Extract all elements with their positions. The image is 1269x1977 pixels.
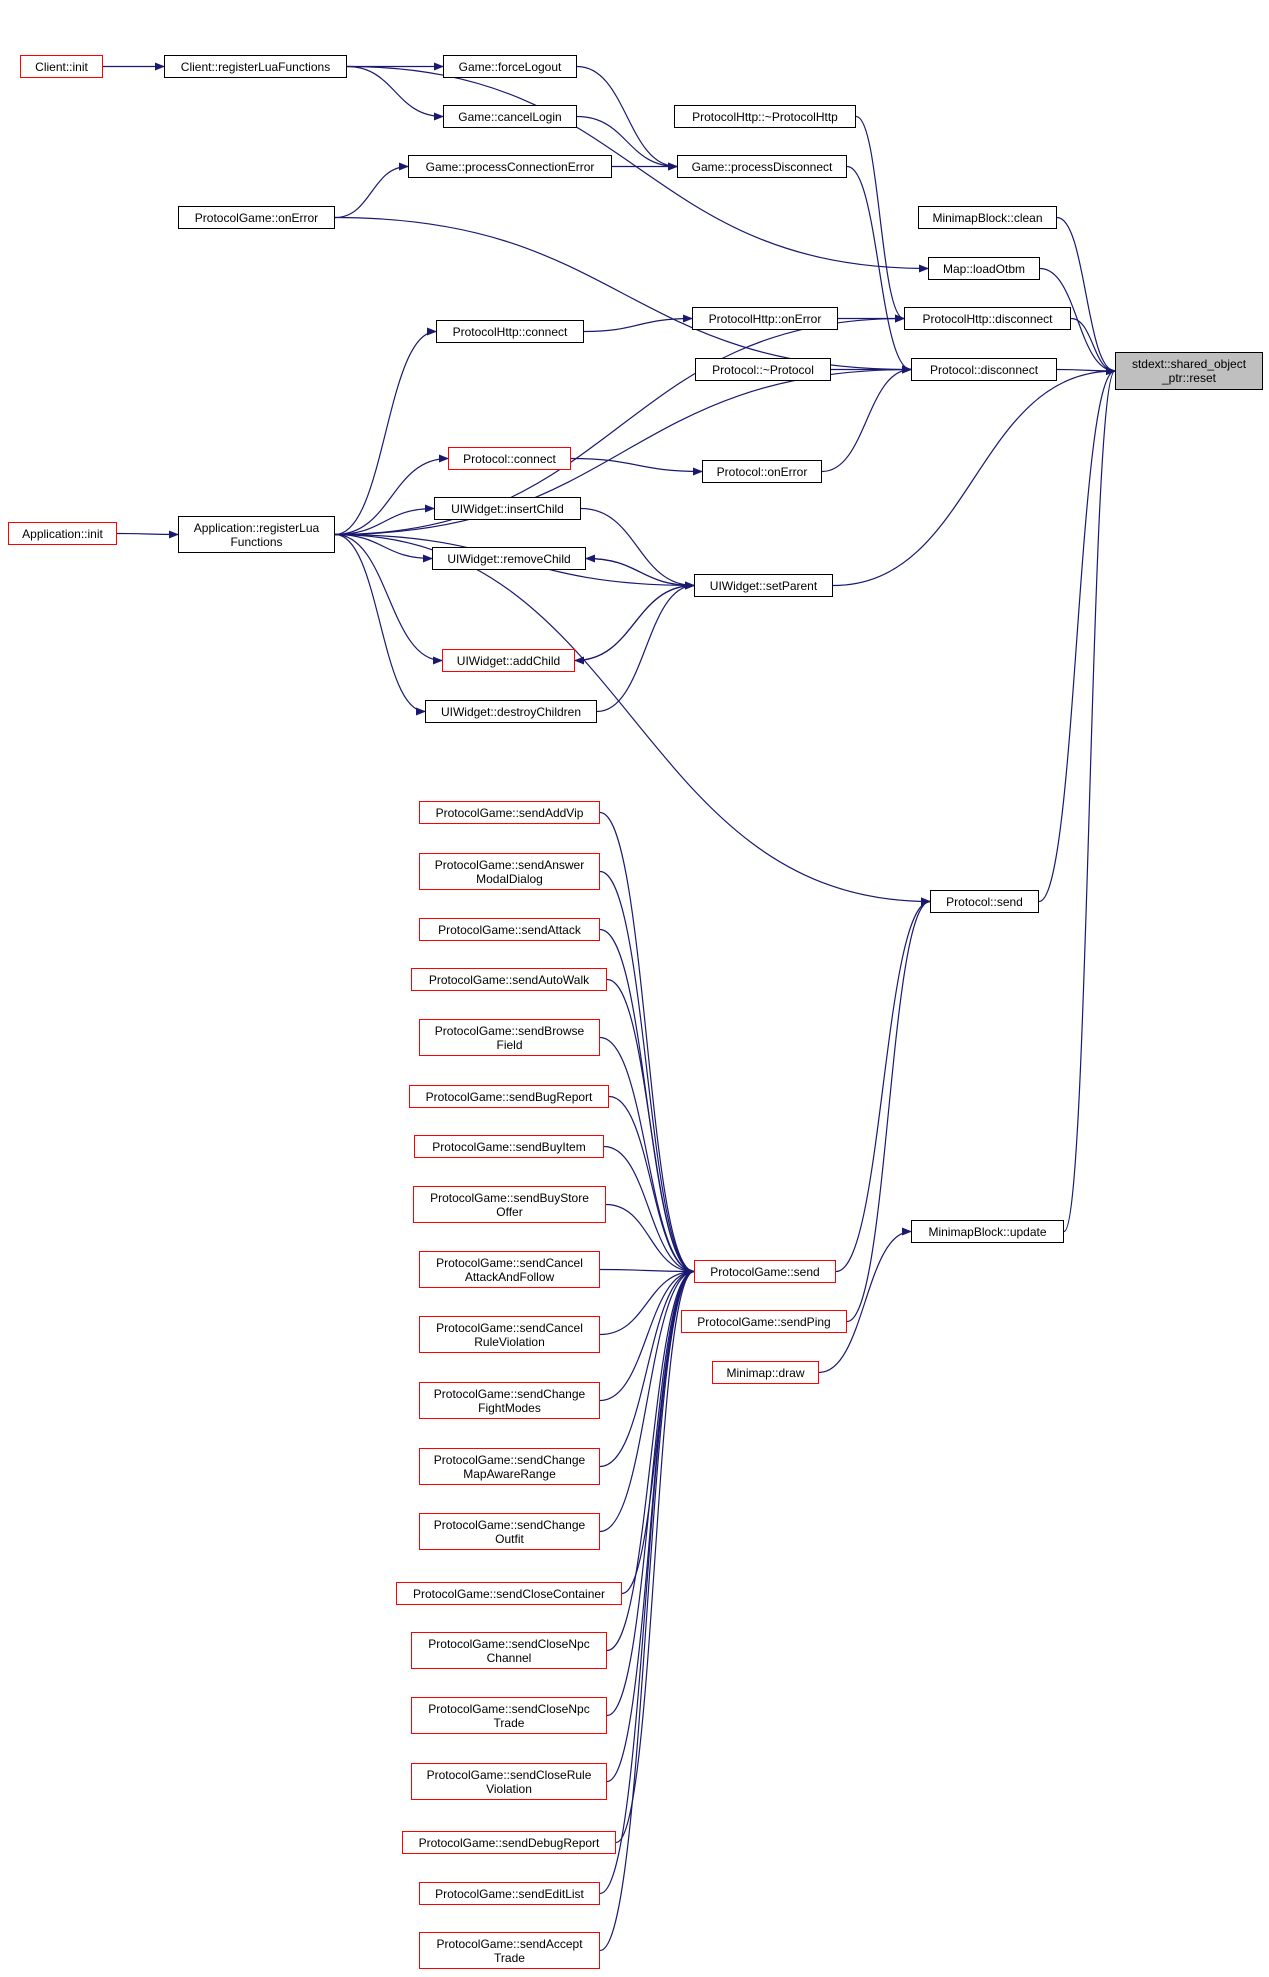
- edge-app_init-to-app_register: [116, 530, 179, 539]
- node-protocol-disconnect[interactable]: Protocol::disconnect: [911, 358, 1057, 381]
- edge-pg_sendping-to-protocol_send: [846, 897, 931, 1323]
- edge-game_cancellogin-to-game_processdisconnect: [576, 115, 678, 171]
- node-protocolhttp-on-error[interactable]: ProtocolHttp::onError: [692, 307, 838, 330]
- node-protocolgame-send-bug-report[interactable]: ProtocolGame::sendBugReport: [409, 1085, 609, 1108]
- node-protocolgame-send-close-rule-violation[interactable]: ProtocolGame::sendCloseRule Violation: [411, 1763, 607, 1800]
- edge-pg_sendaccepttrade-to-pg_send: [599, 1267, 695, 1952]
- node-minimapblock-clean[interactable]: MinimapBlock::clean: [918, 206, 1057, 229]
- edge-pg_sendanswermodal-to-pg_send: [599, 870, 695, 1276]
- edge-pg_sendcancelattack-to-pg_send: [599, 1267, 695, 1276]
- node-uiwidget-destroy-children[interactable]: UIWidget::destroyChildren: [425, 700, 597, 723]
- node-game-process-connection-error[interactable]: Game::processConnectionError: [408, 155, 612, 178]
- edge-pg_senddebugreport-to-pg_send: [615, 1267, 695, 1844]
- edge-app_register-to-protohttp_connect: [334, 327, 437, 536]
- edge-pg_sendcancelrule-to-pg_send: [599, 1267, 695, 1336]
- edge-protohttp_dtor-to-protohttp_disconnect: [855, 115, 905, 323]
- edge-app_register-to-uiw_destroychildren: [334, 533, 426, 716]
- edge-protogame_onerror-to-protocol_disconnect: [334, 216, 912, 374]
- edge-pg_sendclosenpctrade-to-pg_send: [606, 1267, 695, 1717]
- node-protocolgame-send-edit-list[interactable]: ProtocolGame::sendEditList: [419, 1882, 600, 1905]
- edge-minimapblock_update-to-reset: [1063, 367, 1116, 1233]
- edge-pg_sendbuyitem-to-pg_send: [603, 1145, 695, 1276]
- node-protocolgame-send-change-outfit[interactable]: ProtocolGame::sendChange Outfit: [419, 1513, 600, 1550]
- node-uiwidget-remove-child[interactable]: UIWidget::removeChild: [432, 547, 586, 570]
- node-protocolgame-send-buy-store-offer[interactable]: ProtocolGame::sendBuyStore Offer: [413, 1186, 606, 1223]
- edge-pg_sendautowalk-to-pg_send: [606, 978, 695, 1276]
- edge-game_forcelogout-to-game_processdisconnect: [576, 65, 678, 171]
- edge-pg_sendclosenpcchannel-to-pg_send: [606, 1267, 695, 1652]
- node-protocol-send[interactable]: Protocol::send: [930, 890, 1039, 913]
- edge-pg_sendbrowsefield-to-pg_send: [599, 1036, 695, 1276]
- edge-protocol_onerror-to-protocol_disconnect: [821, 365, 912, 473]
- node-protocol-destructor[interactable]: Protocol::~Protocol: [695, 358, 831, 381]
- node-game-force-logout[interactable]: Game::forceLogout: [443, 55, 577, 78]
- node-protocolgame-send-browse-field[interactable]: ProtocolGame::sendBrowse Field: [419, 1019, 600, 1056]
- node-protocolgame-send[interactable]: ProtocolGame::send: [694, 1260, 836, 1283]
- node-protocolhttp-connect[interactable]: ProtocolHttp::connect: [436, 320, 584, 343]
- node-protocolgame-send-cancel-attack-and-follow[interactable]: ProtocolGame::sendCancel AttackAndFollow: [419, 1251, 600, 1288]
- edge-protohttp_connect-to-protohttp_onerror: [583, 314, 693, 333]
- edge-pg_sendchangefight-to-pg_send: [599, 1267, 695, 1402]
- node-game-process-disconnect[interactable]: Game::processDisconnect: [677, 155, 847, 178]
- edge-client_register-to-game_cancellogin: [346, 65, 444, 121]
- node-application-init[interactable]: Application::init: [8, 522, 117, 545]
- edge-minimap_draw-to-minimapblock_update: [818, 1227, 912, 1374]
- edge-app_register-to-uiw_addchild: [334, 533, 443, 665]
- node-protocolgame-send-change-map-aware-range[interactable]: ProtocolGame::sendChange MapAwareRange: [419, 1448, 600, 1485]
- node-protocol-connect[interactable]: Protocol::connect: [448, 447, 571, 470]
- edge-pg_sendchangeoutfit-to-pg_send: [599, 1267, 695, 1533]
- edge-app_register-to-protocol_connect: [334, 454, 449, 536]
- node-protocolgame-send-close-container[interactable]: ProtocolGame::sendCloseContainer: [396, 1582, 622, 1605]
- edge-pg_sendeditlist-to-pg_send: [599, 1267, 695, 1895]
- node-game-cancel-login[interactable]: Game::cancelLogin: [443, 105, 577, 128]
- edge-protocol_send-to-reset: [1038, 367, 1116, 903]
- edge-pg_sendcloserule-to-pg_send: [606, 1267, 695, 1783]
- node-map-load-otbm[interactable]: Map::loadOtbm: [928, 257, 1040, 280]
- edge-game_processdisconnect-to-protocol_disconnect: [846, 165, 912, 374]
- node-minimap-draw[interactable]: Minimap::draw: [712, 1361, 819, 1384]
- node-protocolgame-send-auto-walk[interactable]: ProtocolGame::sendAutoWalk: [411, 968, 607, 991]
- edge-uiw_destroychildren-to-uiw_setparent: [596, 581, 695, 713]
- node-protocolgame-on-error[interactable]: ProtocolGame::onError: [178, 206, 335, 229]
- node-protocolgame-send-close-npc-trade[interactable]: ProtocolGame::sendCloseNpc Trade: [411, 1697, 607, 1734]
- edge-protocol_connect-to-protocol_onerror: [570, 457, 703, 476]
- node-protocolgame-send-accept-trade[interactable]: ProtocolGame::sendAccept Trade: [419, 1932, 600, 1969]
- node-uiwidget-insert-child[interactable]: UIWidget::insertChild: [434, 497, 581, 520]
- node-protocolgame-send-ping[interactable]: ProtocolGame::sendPing: [681, 1310, 847, 1333]
- node-application-register-lua-functions[interactable]: Application::registerLua Functions: [178, 516, 335, 553]
- edge-app_register-to-uiw_insertchild: [334, 504, 435, 536]
- node-protocolgame-send-close-npc-channel[interactable]: ProtocolGame::sendCloseNpc Channel: [411, 1632, 607, 1669]
- edge-pg_send-to-protocol_send: [835, 897, 931, 1273]
- edge-uiw_setparent-to-reset: [832, 367, 1116, 587]
- node-protocolgame-send-answer-modal-dialog[interactable]: ProtocolGame::sendAnswer ModalDialog: [419, 853, 600, 890]
- edge-pg_sendaddvip-to-pg_send: [599, 811, 695, 1276]
- edge-uiw_insertchild-to-uiw_setparent: [580, 507, 695, 590]
- node-protocolgame-send-debug-report[interactable]: ProtocolGame::sendDebugReport: [402, 1831, 616, 1854]
- edge-uiw_setparent-to-uiw_removechild: [585, 554, 695, 587]
- edge-app_register-to-protohttp_disconnect: [334, 314, 905, 536]
- node-protocolhttp-destructor[interactable]: ProtocolHttp::~ProtocolHttp: [674, 105, 856, 128]
- edge-pg_sendbugreport-to-pg_send: [608, 1095, 695, 1276]
- node-protocolgame-send-cancel-rule-violation[interactable]: ProtocolGame::sendCancel RuleViolation: [419, 1316, 600, 1353]
- edge-uiw_setparent-to-uiw_addchild: [574, 584, 695, 665]
- node-protocolgame-send-change-fight-modes[interactable]: ProtocolGame::sendChange FightModes: [419, 1382, 600, 1419]
- node-client-register-lua-functions[interactable]: Client::registerLuaFunctions: [164, 55, 347, 78]
- node-client-init[interactable]: Client::init: [20, 55, 103, 78]
- node-uiwidget-set-parent[interactable]: UIWidget::setParent: [694, 574, 833, 597]
- node-protocolgame-send-add-vip[interactable]: ProtocolGame::sendAddVip: [419, 801, 600, 824]
- node-minimapblock-update[interactable]: MinimapBlock::update: [911, 1220, 1064, 1243]
- edge-protogame_onerror-to-game_processconnerr: [334, 162, 409, 219]
- node-protocolgame-send-attack[interactable]: ProtocolGame::sendAttack: [419, 918, 600, 941]
- node-uiwidget-add-child[interactable]: UIWidget::addChild: [442, 649, 575, 672]
- edge-pg_sendbuystore-to-pg_send: [605, 1203, 695, 1276]
- edge-pg_sendchangemap-to-pg_send: [599, 1267, 695, 1468]
- node-protocolgame-send-buy-item[interactable]: ProtocolGame::sendBuyItem: [414, 1135, 604, 1158]
- edge-minimapblock_clean-to-reset: [1056, 216, 1116, 375]
- node-protocolhttp-disconnect[interactable]: ProtocolHttp::disconnect: [904, 307, 1071, 330]
- node-protocol-on-error[interactable]: Protocol::onError: [702, 460, 822, 483]
- node-shared-object-ptr-reset: stdext::shared_object _ptr::reset: [1115, 352, 1263, 390]
